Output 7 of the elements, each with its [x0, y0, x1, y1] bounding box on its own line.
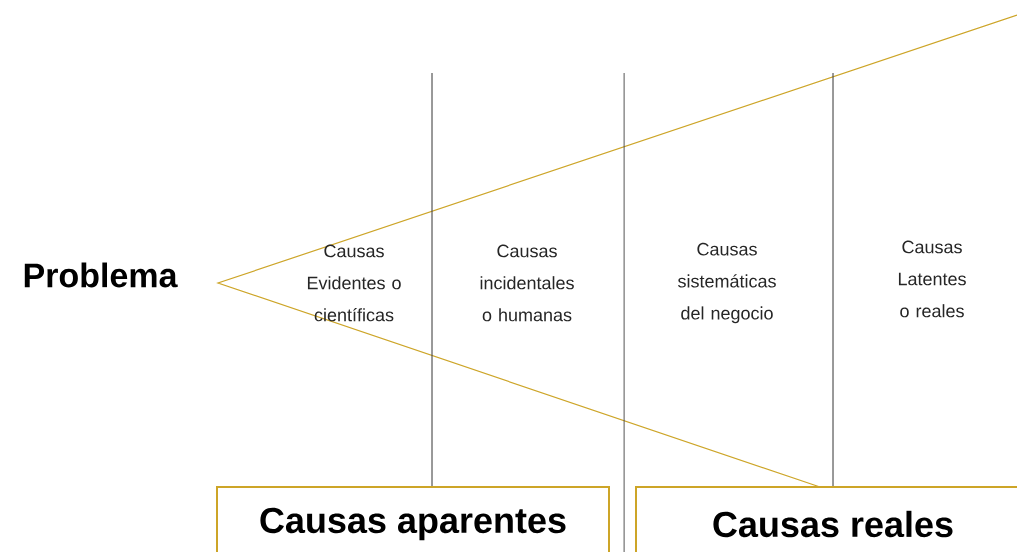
problem-label: Problema	[24, 262, 178, 288]
cause-label: Causas Latentes o reales	[898, 240, 966, 318]
category-box: Causas reales	[635, 486, 1017, 552]
cause-label: Causas Evidentes o científicas	[307, 244, 401, 322]
category-box: Causas aparentes	[216, 486, 610, 552]
cause-label: Causas incidentales o humanas	[480, 244, 574, 322]
cause-label: Causas sistemáticas del negocio	[678, 242, 776, 324]
